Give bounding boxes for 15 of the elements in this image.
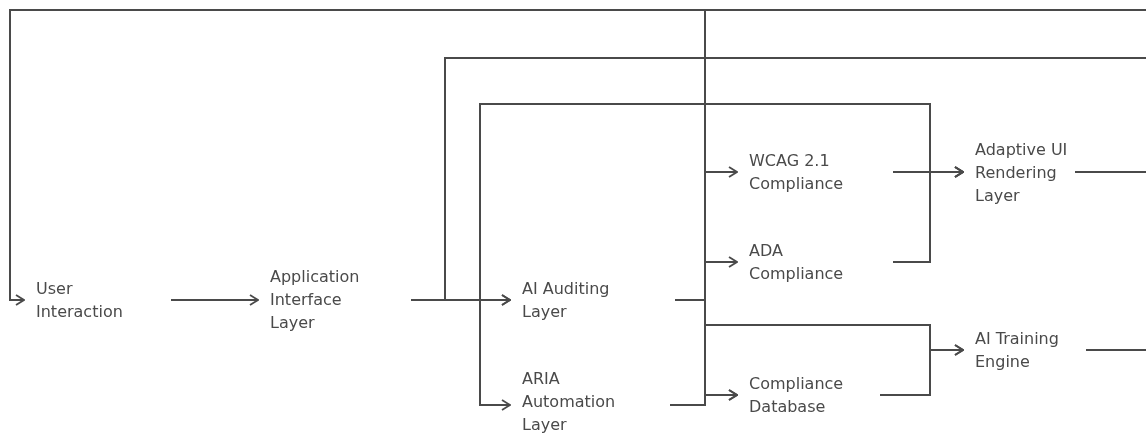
node-label: WCAG 2.1 Compliance — [749, 150, 845, 195]
arrow — [9, 9, 1146, 306]
node-label: ADA Compliance — [749, 240, 845, 285]
node-label: AI Training Engine — [975, 328, 1060, 373]
node-label: ARIA Automation Layer — [522, 368, 617, 436]
node-label: Application Interface Layer — [270, 266, 361, 334]
arrow — [170, 294, 259, 306]
node-label: Adaptive UI Rendering Layer — [975, 139, 1069, 207]
arrow — [892, 166, 964, 263]
arrow — [879, 344, 964, 396]
arrow — [669, 389, 738, 406]
node-label: AI Auditing Layer — [522, 278, 611, 323]
node-label: Compliance Database — [749, 373, 845, 418]
arrow — [444, 57, 1146, 351]
node-label: User Interaction — [36, 278, 124, 323]
